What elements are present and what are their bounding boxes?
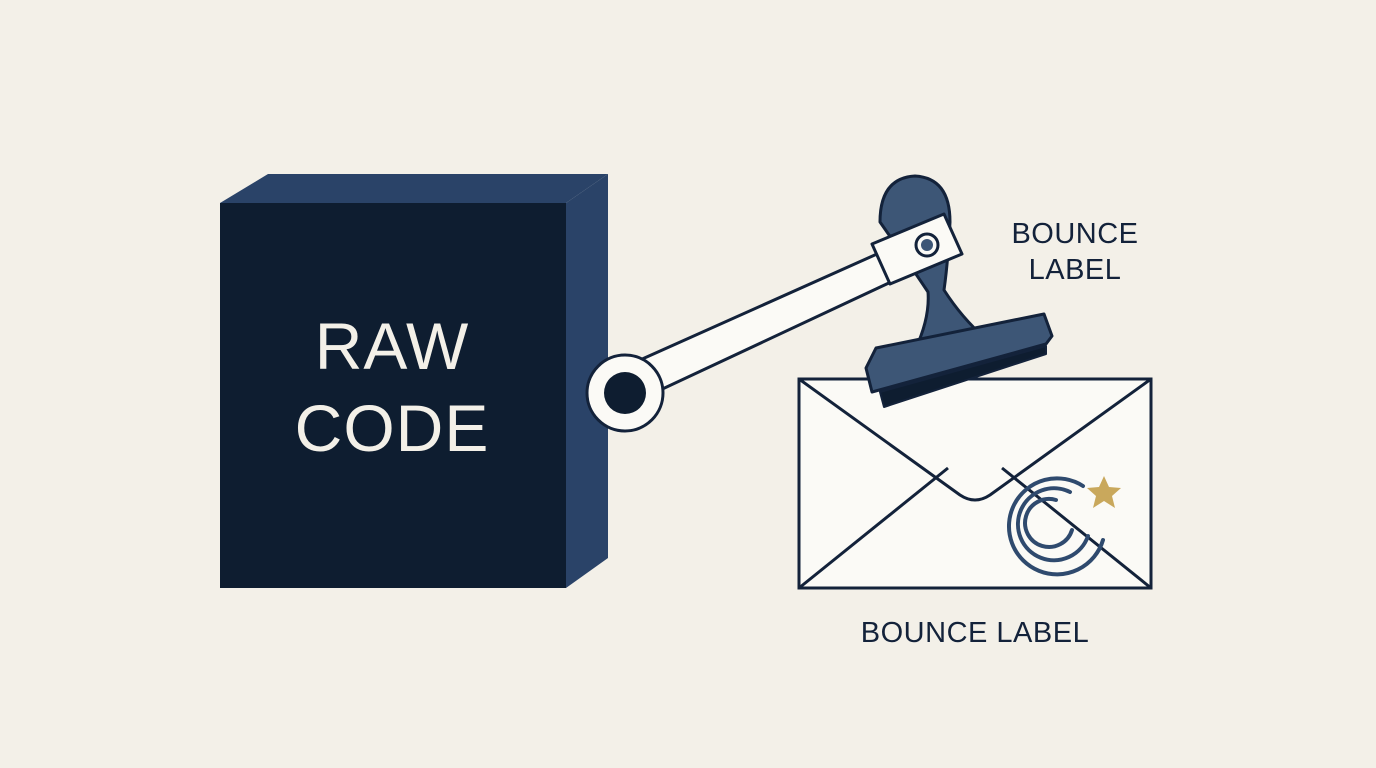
- arm-pivot-hole: [604, 372, 646, 414]
- cube-icon: [220, 174, 608, 588]
- cube-label-line-2: CODE: [294, 391, 490, 465]
- stamp-label-line-1: BOUNCE: [1011, 218, 1139, 250]
- cube-front-face: [220, 203, 566, 588]
- envelope-body: [797, 377, 1153, 590]
- star-icon: [1087, 476, 1121, 508]
- stamp-label-line-2: LABEL: [1028, 254, 1122, 286]
- clamp-bolt-center: [921, 239, 933, 251]
- envelope-flap: [798, 377, 1152, 502]
- envelope-label: BOUNCE LABEL: [860, 617, 1090, 649]
- cube-side-face: [566, 174, 608, 588]
- arm-bar: [638, 252, 893, 394]
- stamp-base: [864, 312, 1054, 394]
- envelope-icon: [797, 377, 1153, 590]
- seal-arc-outer: [1006, 476, 1105, 577]
- cube-label-line-1: RAW: [314, 309, 470, 383]
- seal-arc-inner: [1023, 496, 1074, 549]
- cube-top-face: [220, 174, 608, 203]
- envelope-fold-left: [798, 466, 949, 590]
- robot-arm-icon: [585, 252, 893, 433]
- rubber-stamp-icon: [864, 174, 1054, 408]
- stamp-pad: [879, 345, 1047, 408]
- stamp-seal-icon: [1006, 476, 1105, 577]
- seal-arc-middle: [1016, 486, 1090, 563]
